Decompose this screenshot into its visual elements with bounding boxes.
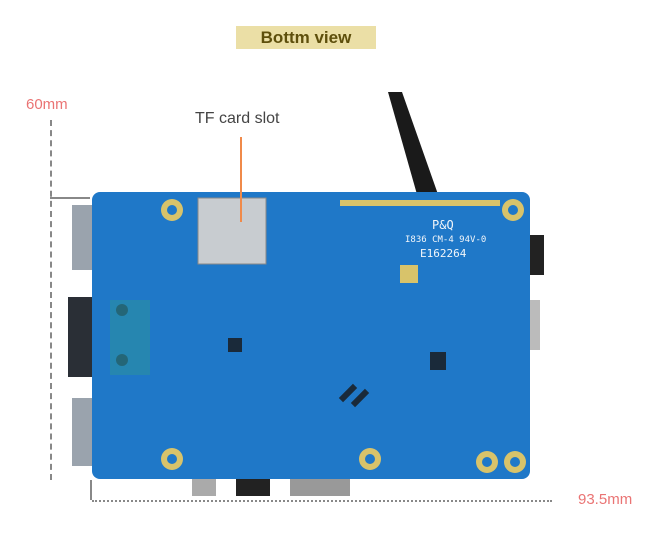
height-dimension-label: 60mm — [26, 96, 68, 113]
tf-card-leader-line — [240, 137, 242, 222]
cable — [388, 92, 440, 205]
width-dimension-line — [92, 500, 552, 502]
silkscreen-rating: I836 CM-4 94V-0 — [405, 235, 487, 245]
micro-usb — [192, 476, 216, 496]
height-dimension-tick — [50, 197, 90, 199]
ethernet-port — [68, 297, 94, 377]
usb-port-top — [72, 205, 94, 270]
usb-port-bottom — [72, 398, 94, 466]
tf-card-slot — [197, 197, 267, 265]
tf-card-slot-label: TF card slot — [195, 110, 280, 127]
hdmi-port — [290, 476, 350, 496]
width-dimension-label: 93.5mm — [578, 491, 633, 508]
silkscreen-brand: P&Q — [432, 218, 454, 232]
side-connector — [530, 300, 540, 350]
side-button — [530, 235, 544, 275]
audio-jack — [236, 476, 270, 496]
gpio-header — [340, 200, 500, 206]
component-pad — [400, 265, 418, 283]
height-dimension-line — [50, 120, 52, 480]
view-title: Bottm view — [236, 26, 376, 49]
silkscreen-code: E162264 — [420, 247, 467, 260]
width-dimension-tick — [90, 480, 92, 500]
